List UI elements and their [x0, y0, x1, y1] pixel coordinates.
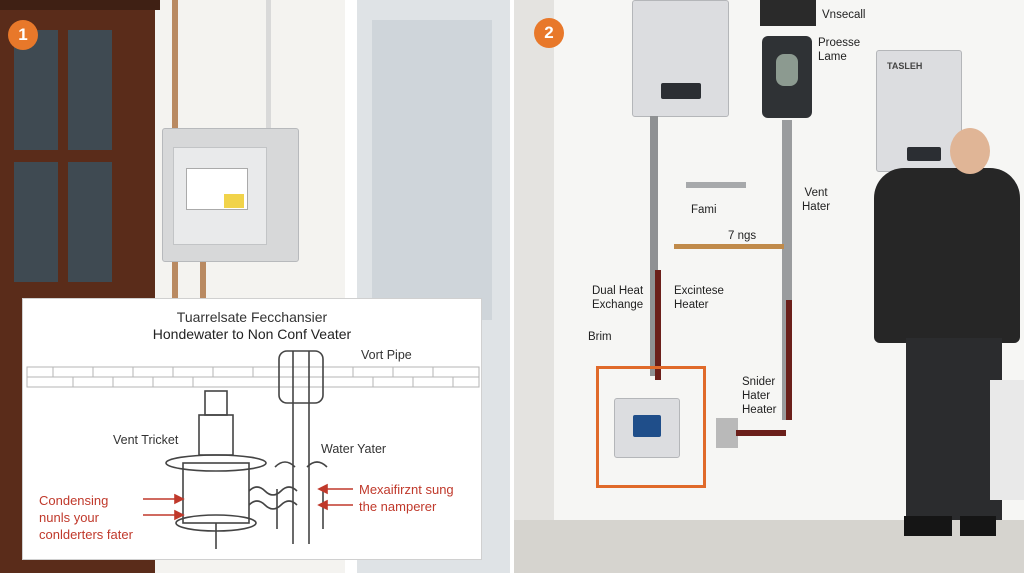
label-condensing-line-2: nunls your — [39, 510, 99, 525]
outlet-valve — [716, 418, 738, 448]
copper-pipe — [200, 258, 206, 298]
heater-front-panel — [173, 147, 267, 245]
insulated-pipe — [655, 270, 661, 380]
label-snider: Snider Hater Heater — [742, 375, 777, 417]
technician-shirt — [874, 168, 1020, 343]
label-condensing-line-1: Condensing — [39, 493, 109, 508]
door-glass — [14, 162, 58, 282]
water-heater-unit — [162, 128, 299, 262]
photo-panel-1: 1 Tuarrelsate Fecchansier Hondewater to … — [0, 0, 510, 573]
diagram-card: Tuarrelsate Fecchansier Hondewater to No… — [22, 298, 482, 560]
thermostat-controller — [614, 398, 680, 458]
insulated-pipe — [786, 300, 792, 420]
label-snider-line-3: Heater — [742, 404, 777, 416]
heater-brand: TASLEH — [887, 61, 923, 71]
door-glass — [68, 162, 112, 282]
diagram-title: Tuarrelsate Fecchansier — [176, 309, 328, 325]
gauge — [776, 54, 798, 86]
callout-arrows — [143, 483, 353, 521]
exhaust-fan — [760, 0, 816, 26]
label-brim: Brim — [588, 331, 612, 343]
label-excintese-line-1: Excintese — [674, 285, 724, 297]
shower-area — [372, 20, 492, 320]
label-proesse-line-2: Lame — [818, 51, 847, 63]
label-proesse: Proesse Lame — [818, 36, 860, 64]
label-dual-line-2: Exchange — [592, 299, 644, 311]
gas-pipe — [650, 116, 658, 376]
label-fami: Fami — [691, 204, 717, 216]
label-water-yater: Water Yater — [321, 442, 387, 456]
label-vent-hater-line-2: Hater — [802, 201, 831, 213]
step-badge-2: 2 — [534, 18, 564, 48]
label-dual-heat: Dual Heat Exchange — [592, 284, 643, 312]
copper-pipe — [172, 258, 178, 298]
label-condensing-line-3: conlderters fater — [39, 527, 133, 542]
label-vent-tricket: Vent Tricket — [113, 433, 179, 447]
technician-shoe — [904, 516, 952, 536]
label-mex-line-1: Mexaifirznt sung — [359, 482, 454, 497]
wall-heater-right: TASLEH — [876, 50, 962, 172]
copper-pipe — [172, 0, 178, 130]
insulated-pipe — [736, 430, 786, 436]
panel-divider — [510, 0, 514, 573]
diagram-subtitle: Hondewater to Non Conf Veater — [152, 326, 352, 342]
technician-head — [950, 128, 990, 174]
door-header — [0, 0, 160, 10]
copper-branch — [674, 244, 784, 249]
label-excintese-line-2: Heater — [674, 299, 709, 311]
label-snider-line-1: Snider — [742, 376, 776, 388]
label-excintese: Excintese Heater — [674, 284, 724, 312]
label-snider-line-2: Hater — [742, 390, 771, 402]
label-vent-hater: Vent Hater — [802, 186, 830, 214]
label-dual-line-1: Dual Heat — [592, 285, 644, 297]
door-glass — [68, 30, 112, 150]
technician-shoe — [960, 516, 996, 536]
label-condensing: Condensing nunls your conlderters fater — [39, 492, 133, 543]
label-proesse-line-1: Proesse — [818, 37, 861, 49]
control-screen — [633, 415, 661, 437]
label-vnsecall: Vnsecall — [822, 9, 866, 21]
control-display — [907, 147, 941, 161]
heater-drawing — [165, 390, 298, 549]
tankless-heater-left — [632, 0, 729, 117]
door-glass — [14, 30, 58, 150]
control-display — [661, 83, 701, 99]
stool — [990, 380, 1024, 500]
photo-panel-2: TASLEH 2 Vnsecall Proesse Lame Vent Hate… — [514, 0, 1024, 573]
wall-trim — [514, 0, 556, 573]
central-heater-module — [762, 36, 812, 118]
controller-enclosure — [596, 366, 706, 488]
label-rings: 7 ngs — [728, 230, 757, 242]
label-mexaifirznt: Mexaifirznt sung the namperer — [359, 481, 454, 515]
vent-pipe-drawing — [274, 350, 328, 544]
step-badge-1: 1 — [8, 20, 38, 50]
vent-pipe — [782, 120, 792, 420]
technician-pants — [906, 338, 1002, 520]
vent-pipe — [266, 0, 271, 130]
label-vent-hater-line-1: Vent — [804, 187, 828, 199]
warning-sticker — [224, 194, 244, 208]
label-vent-pipe: Vort Pipe — [361, 348, 412, 362]
label-mex-line-2: the namperer — [359, 499, 437, 514]
fittings — [686, 182, 746, 188]
schematic-drawing — [26, 350, 480, 549]
